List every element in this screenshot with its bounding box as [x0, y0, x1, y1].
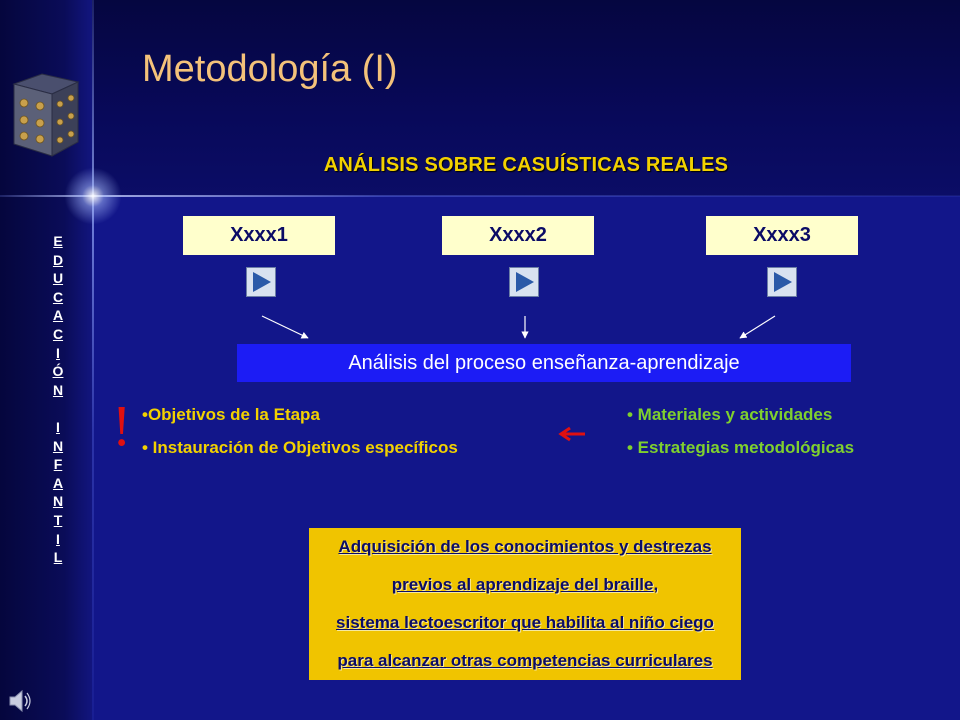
- play-button-1[interactable]: [246, 267, 276, 297]
- side-label-letter: I: [56, 530, 60, 547]
- side-label-letter: I: [56, 344, 60, 361]
- side-label-letter: N: [52, 437, 64, 454]
- play-button-2[interactable]: [509, 267, 539, 297]
- side-label-letter: T: [53, 511, 63, 528]
- bullet-objetivos-especificos: • Instauración de Objetivos específicos: [142, 438, 458, 457]
- braille-dice-logo: [12, 73, 80, 157]
- result-line-2: previos al aprendizaje del braille,: [391, 575, 659, 594]
- bullet-estrategias: • Estrategias metodológicas: [627, 438, 855, 457]
- case-box-1: Xxxx1: [183, 216, 335, 255]
- side-label-letter: A: [52, 474, 64, 491]
- play-icon: [253, 272, 271, 292]
- result-box: Adquisición de los conocimientos y destr…: [309, 528, 741, 680]
- light-flare-horizontal: [0, 195, 960, 197]
- side-label-letter: C: [52, 288, 64, 305]
- analysis-bar: Análisis del proceso enseñanza-aprendiza…: [237, 344, 851, 382]
- side-label-letter: C: [52, 325, 64, 342]
- case-box-3: Xxxx3: [706, 216, 858, 255]
- right-bullet-list: • Materiales y actividades • Estrategias…: [627, 404, 854, 470]
- side-label-letter: L: [53, 549, 63, 566]
- side-label-letter: N: [52, 381, 64, 398]
- speaker-icon[interactable]: [2, 686, 32, 716]
- side-label-letter: [40, 399, 76, 418]
- result-line-4: para alcanzar otras competencias curricu…: [337, 651, 713, 670]
- left-bullet-list: •Objetivos de la Etapa • Instauración de…: [142, 404, 458, 470]
- section-subtitle: ANÁLISIS SOBRE CASUÍSTICAS REALES: [323, 154, 729, 176]
- play-icon: [516, 272, 534, 292]
- side-label-letter: N: [52, 493, 64, 510]
- exclamation-mark: !: [112, 393, 132, 458]
- bullet-materiales: • Materiales y actividades: [627, 405, 833, 424]
- result-line-3: sistema lectoescritor que habilita al ni…: [336, 613, 714, 632]
- side-label-letter: A: [52, 307, 64, 324]
- side-label-letter: D: [52, 251, 64, 268]
- play-button-3[interactable]: [767, 267, 797, 297]
- light-flare-vertical: [92, 0, 94, 720]
- play-icon: [774, 272, 792, 292]
- bullet-objetivos-etapa: •Objetivos de la Etapa: [142, 405, 320, 424]
- side-label-letter: Ó: [52, 363, 64, 380]
- page-title: Metodología (I): [142, 48, 398, 90]
- side-label-letter: U: [52, 270, 64, 287]
- result-line-1: Adquisición de los conocimientos y destr…: [338, 537, 712, 556]
- side-label-letter: F: [53, 456, 63, 473]
- case-box-2: Xxxx2: [442, 216, 594, 255]
- top-band: [92, 0, 960, 196]
- side-label-letter: I: [56, 418, 60, 435]
- light-flare-center: [62, 165, 124, 227]
- side-label-letter: E: [53, 233, 63, 249]
